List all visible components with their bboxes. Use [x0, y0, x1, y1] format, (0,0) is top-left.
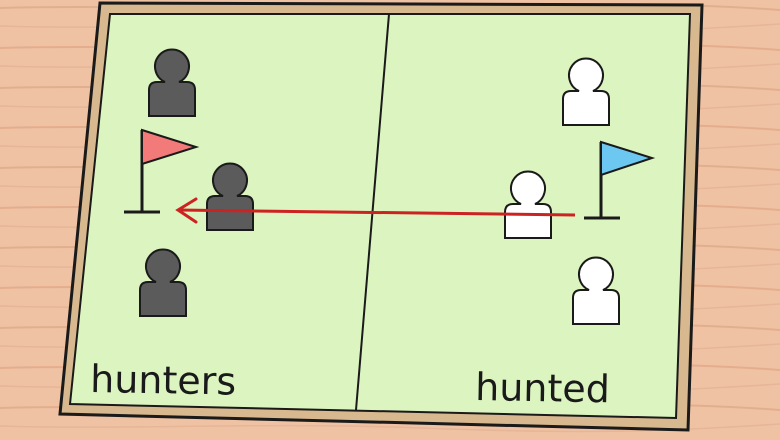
person-icon [206, 162, 254, 231]
person-icon [139, 248, 187, 317]
hunted-figure [504, 170, 552, 239]
person-icon [148, 48, 196, 117]
hunted-figure [572, 256, 620, 325]
person-icon [562, 57, 610, 126]
person-icon [572, 256, 620, 325]
hunter-figure [148, 48, 196, 117]
playing-field [68, 13, 692, 420]
hunters-flag [124, 128, 200, 214]
flag-icon [141, 128, 200, 166]
hunters-label: hunters [90, 357, 237, 404]
arrow-head [175, 197, 198, 224]
hunter-figure [206, 162, 254, 231]
arrow-icon [175, 197, 576, 224]
flag-icon [600, 140, 656, 177]
person-icon [504, 170, 552, 239]
hunted-team [504, 57, 620, 325]
hunted-figure [562, 57, 610, 126]
hunters-team [139, 48, 254, 317]
hunter-figure [139, 248, 187, 317]
hunted-label: hunted [475, 365, 610, 411]
hunted-flag [584, 140, 656, 220]
arrow-shaft [177, 208, 576, 217]
